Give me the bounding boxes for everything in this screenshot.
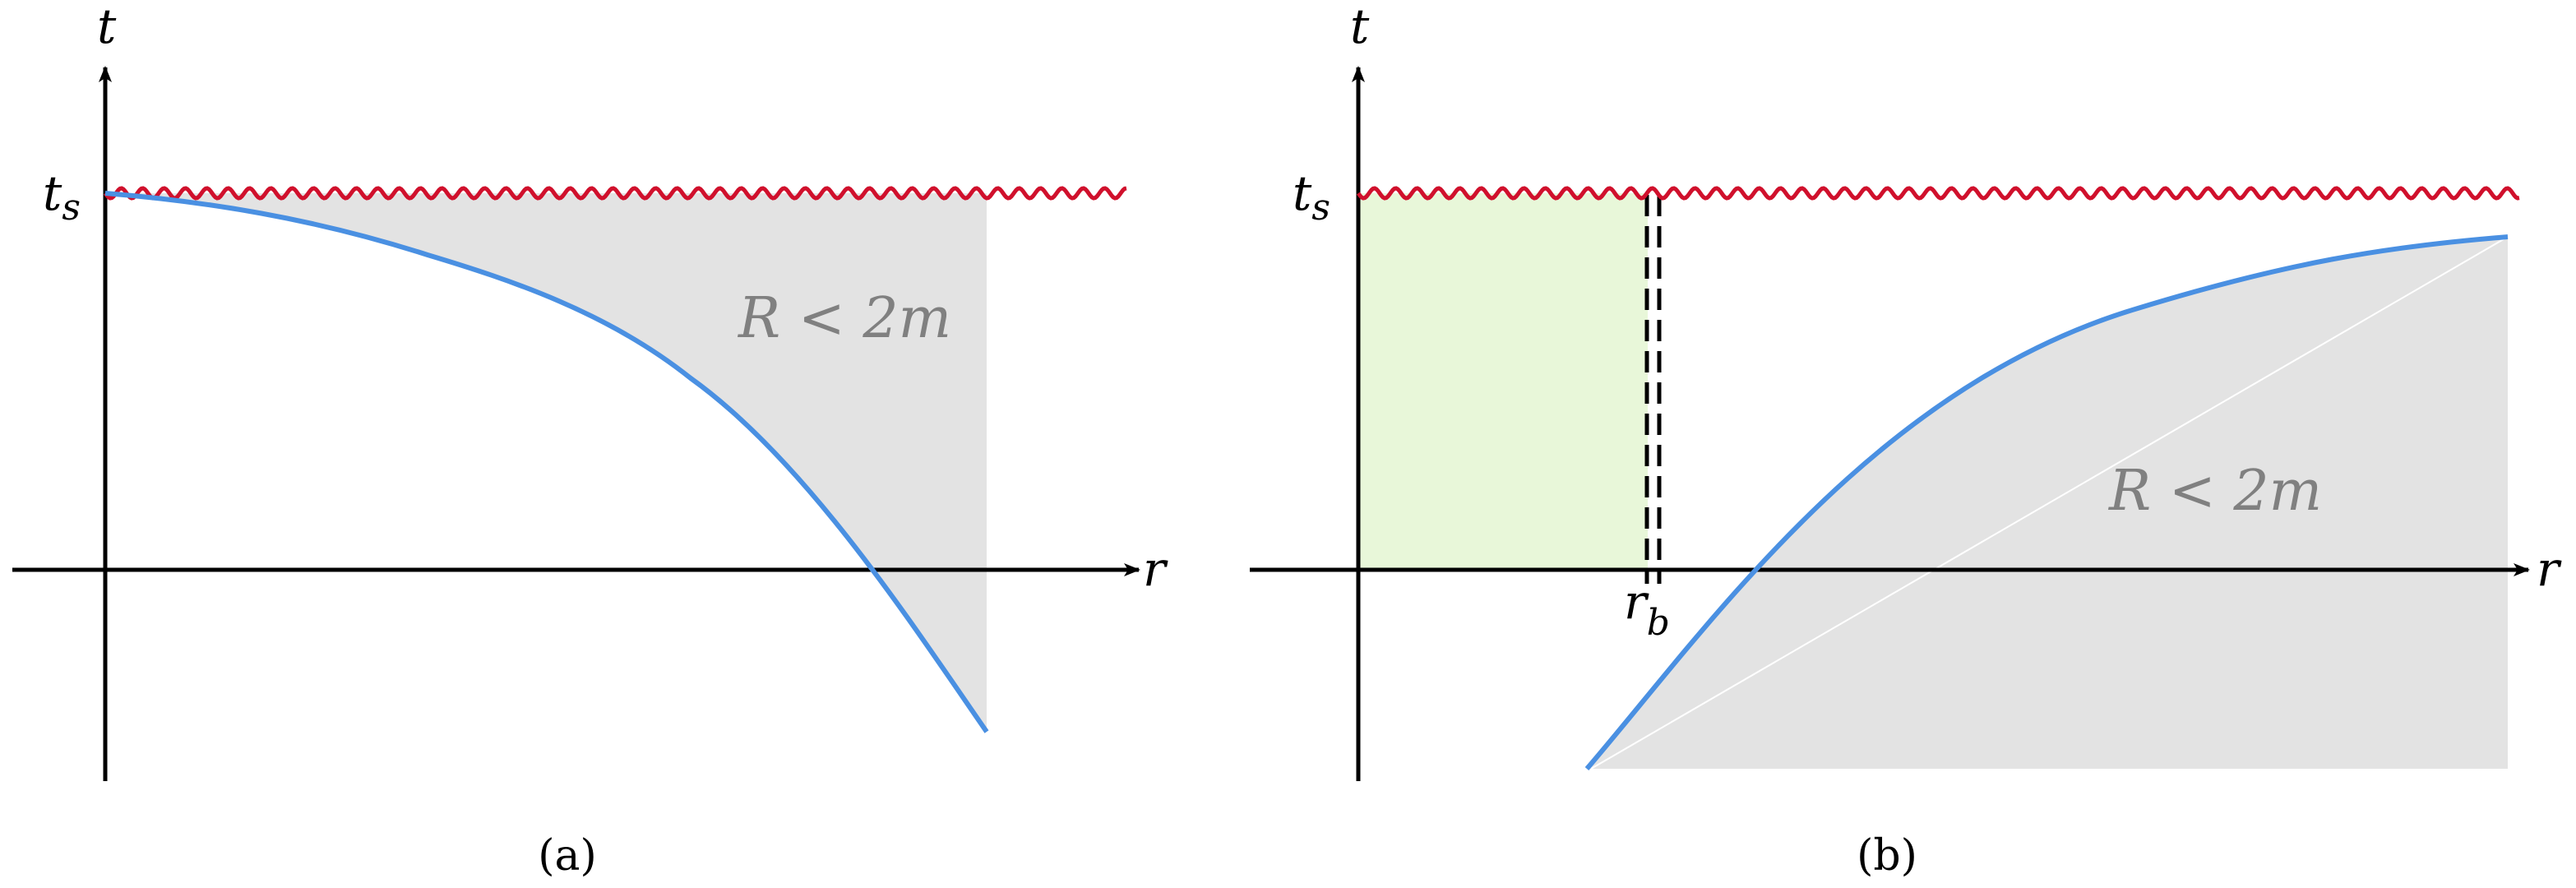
- r-axis-label-b: r: [2537, 541, 2562, 597]
- t-axis-label-b: t: [1350, 0, 1370, 54]
- t-axis-label-a: t: [97, 0, 117, 54]
- caption-b: (b): [1857, 831, 1917, 881]
- r-axis-label-a: r: [1143, 541, 1168, 597]
- interior-region-b: [1358, 193, 1648, 570]
- singularity-line-b: [1356, 186, 2520, 201]
- boundary-curve-a: [104, 191, 989, 733]
- region-label-a: R < 2m: [737, 286, 951, 351]
- ts-label-b: ts: [1293, 165, 1330, 229]
- ts-label-a: ts: [43, 165, 81, 229]
- boundary-curve-b: [1584, 234, 2509, 770]
- caption-a: (a): [538, 831, 597, 881]
- region-label-b: R < 2m: [2107, 459, 2322, 524]
- singularity-line-a: [103, 186, 1127, 201]
- rb-label: rb: [1624, 574, 1670, 644]
- trapped-region-a: [105, 193, 987, 732]
- panel-a: t r ts R < 2m (a): [12, 0, 1168, 881]
- diagonal-guide-b: [1590, 236, 2509, 770]
- panel-b: t r ts rb R < 2m (b): [1250, 0, 2562, 881]
